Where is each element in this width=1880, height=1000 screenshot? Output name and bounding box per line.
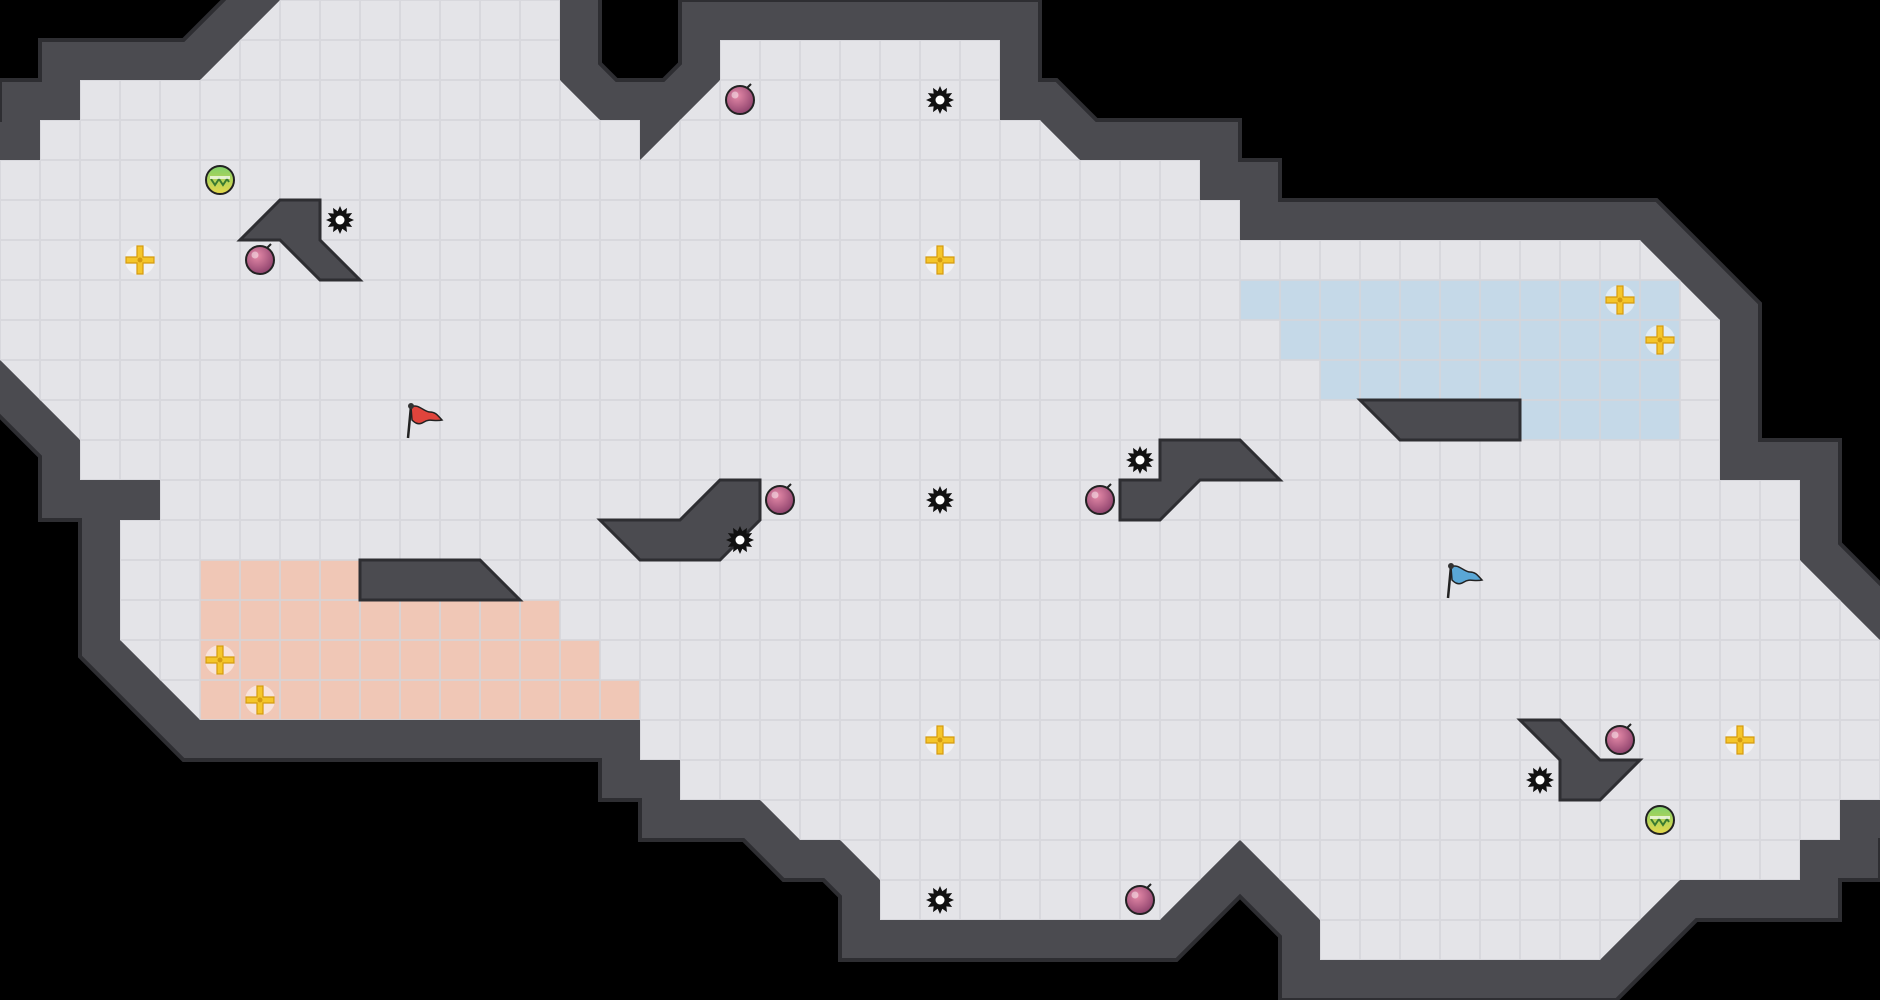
- bomb-icon: [1085, 483, 1115, 515]
- spike-icon: [926, 486, 954, 514]
- bomb-icon: [1125, 883, 1155, 915]
- bomb-icon: [1605, 723, 1635, 755]
- gate-button-icon: [1645, 805, 1675, 835]
- boost-pad-icon: [1605, 285, 1635, 315]
- spike-icon: [726, 526, 754, 554]
- red-flag-icon: [406, 403, 444, 439]
- wall-obstacle: [358, 558, 524, 602]
- wall-obstacle: [1118, 438, 1284, 522]
- map-items: [125, 83, 1755, 915]
- boost-pad-icon: [925, 245, 955, 275]
- wall-obstacle: [1356, 398, 1522, 442]
- bomb-icon: [245, 243, 275, 275]
- boost-pad-icon: [1725, 725, 1755, 755]
- boost-pad-icon: [245, 685, 275, 715]
- boost-pad-icon: [125, 245, 155, 275]
- blue-flag-icon: [1446, 563, 1484, 599]
- wall-obstacle: [236, 198, 364, 282]
- spike-icon: [1126, 446, 1154, 474]
- bomb-icon: [725, 83, 755, 115]
- boost-pad-icon: [925, 725, 955, 755]
- boost-pad-icon: [205, 645, 235, 675]
- gate-button-icon: [205, 165, 235, 195]
- red-team-zone: [200, 600, 560, 640]
- spike-icon: [926, 86, 954, 114]
- wall-obstacle: [596, 478, 762, 562]
- spike-icon: [1526, 766, 1554, 794]
- bomb-icon: [765, 483, 795, 515]
- blue-team-zone: [1320, 360, 1680, 400]
- spike-icon: [926, 886, 954, 914]
- spike-icon: [326, 206, 354, 234]
- map-obstacles: [236, 198, 1644, 802]
- wall-obstacle: [1516, 718, 1644, 802]
- boost-pad-icon: [1645, 325, 1675, 355]
